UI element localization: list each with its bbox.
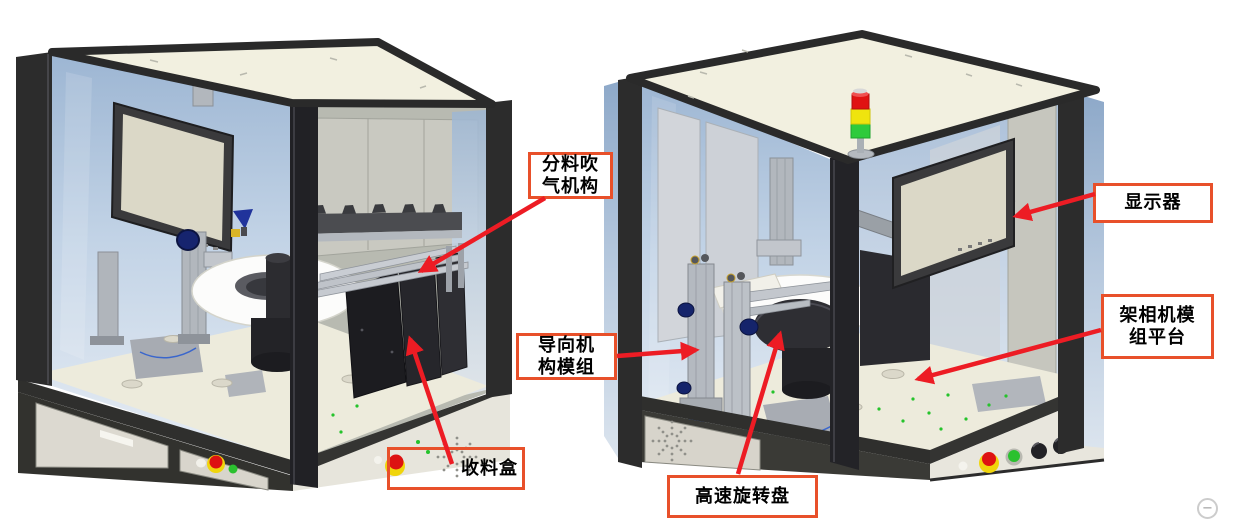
right-machine-speaker-grille — [651, 420, 693, 462]
callout-monitor: 显示器 — [1093, 183, 1213, 223]
callout-rotary-disk: 高速旋转盘 — [667, 475, 818, 518]
callout-guide-line1: 导向机 — [538, 334, 595, 356]
top-surface-marks-right — [687, 49, 1023, 99]
minus-icon: − — [1202, 501, 1213, 516]
left-machine-monitor — [110, 101, 235, 253]
callout-blow-line1: 分料吹 — [542, 153, 599, 175]
right-machine-monitor — [892, 137, 1015, 290]
callout-blow-mechanism: 分料吹 气机构 — [528, 152, 613, 199]
callout-guide-module: 导向机 构模组 — [516, 333, 617, 380]
tower-light — [847, 88, 875, 159]
callout-camera-line2: 组平台 — [1129, 326, 1186, 348]
callout-collection-box: 收料盒 — [387, 447, 525, 490]
top-surface-marks — [149, 57, 427, 89]
machine-view-right — [604, 30, 1105, 482]
callout-blow-line2: 气机构 — [542, 175, 599, 197]
callout-camera-line1: 架相机模 — [1119, 304, 1196, 326]
callout-monitor-line1: 显示器 — [1124, 192, 1182, 214]
callout-guide-line2: 构模组 — [538, 356, 595, 378]
machine-view-left — [16, 38, 512, 491]
callout-disk-line1: 高速旋转盘 — [695, 485, 790, 507]
callout-box-line1: 收料盒 — [461, 457, 518, 479]
collapse-button[interactable]: − — [1197, 498, 1218, 519]
callout-camera-platform: 架相机模 组平台 — [1101, 294, 1214, 359]
